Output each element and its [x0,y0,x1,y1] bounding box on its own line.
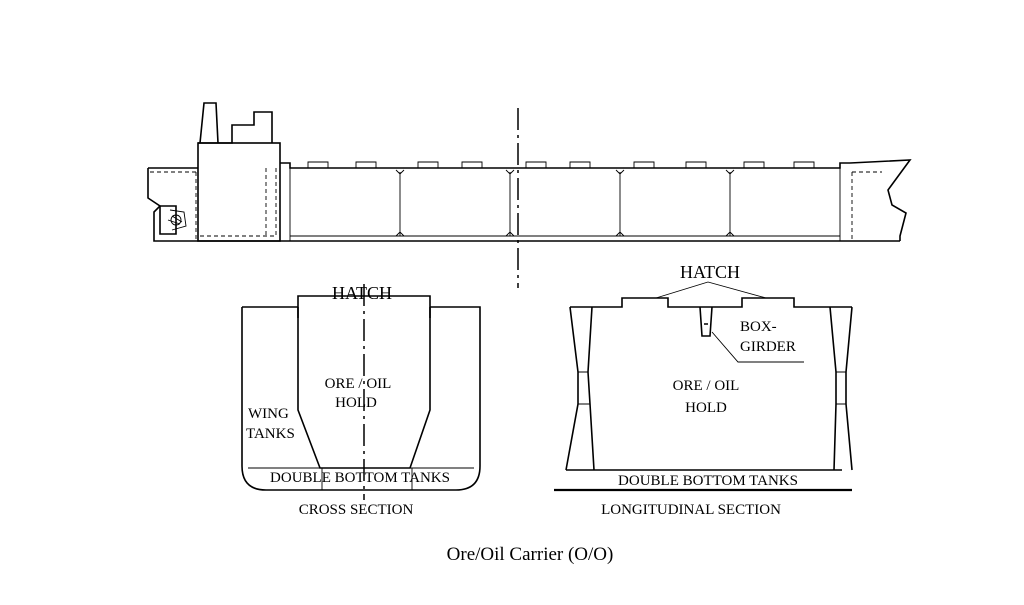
rudder-propeller [159,205,187,235]
box-girder-label-2: GIRDER [740,339,796,355]
main-deck [280,162,850,169]
diagram-caption: Ore/Oil Carrier (O/O) [447,544,614,565]
bow-dashed [851,171,882,239]
box-girder-leader [711,331,804,363]
cross-section: HATCH ORE / OIL HOLD WING TANKS DOUBLE B… [241,283,481,518]
longitudinal-section: HATCH BOX- GIRDER ORE / OIL HOLD DOUBLE … [554,262,853,518]
box-girder [699,306,713,337]
box-girder-label-1: BOX- [740,319,777,335]
cross-double-bottom-label: DOUBLE BOTTOM TANKS [270,470,450,486]
ship-profile [147,102,912,288]
stern-outline [147,167,198,242]
accommodation-block [197,142,281,242]
wing-tanks-label-1: WING [248,406,289,422]
wing-tanks-label-2: TANKS [246,426,295,442]
aft-bulkhead [565,306,595,471]
cross-hold-label-2: HOLD [335,395,377,411]
hatch-covers [307,161,815,168]
engine-room-dashed [200,168,277,237]
fwd-bulkhead [829,306,853,471]
cross-section-title: CROSS SECTION [299,502,414,518]
long-hatch-label: HATCH [680,262,740,282]
cross-girders [321,468,413,490]
stern-dashed [150,171,197,239]
long-double-bottom-label: DOUBLE BOTTOM TANKS [618,473,798,489]
long-hold-label-2: HOLD [685,400,727,416]
longitudinal-section-title: LONGITUDINAL SECTION [601,502,781,518]
cross-hull [241,306,481,491]
aft-bulkhead-mid [578,371,590,405]
hatch-leaders [655,281,767,299]
cross-hatch-label: HATCH [332,283,392,303]
funnel [199,102,219,144]
transverse-bulkheads [395,168,841,241]
long-hold-label-1: ORE / OIL [673,378,740,394]
bow-outline [849,159,912,241]
superstructure [198,111,273,144]
fwd-bulkhead-mid [836,371,846,405]
cross-hold-label-1: ORE / OIL [325,376,392,392]
long-deck [592,297,830,308]
